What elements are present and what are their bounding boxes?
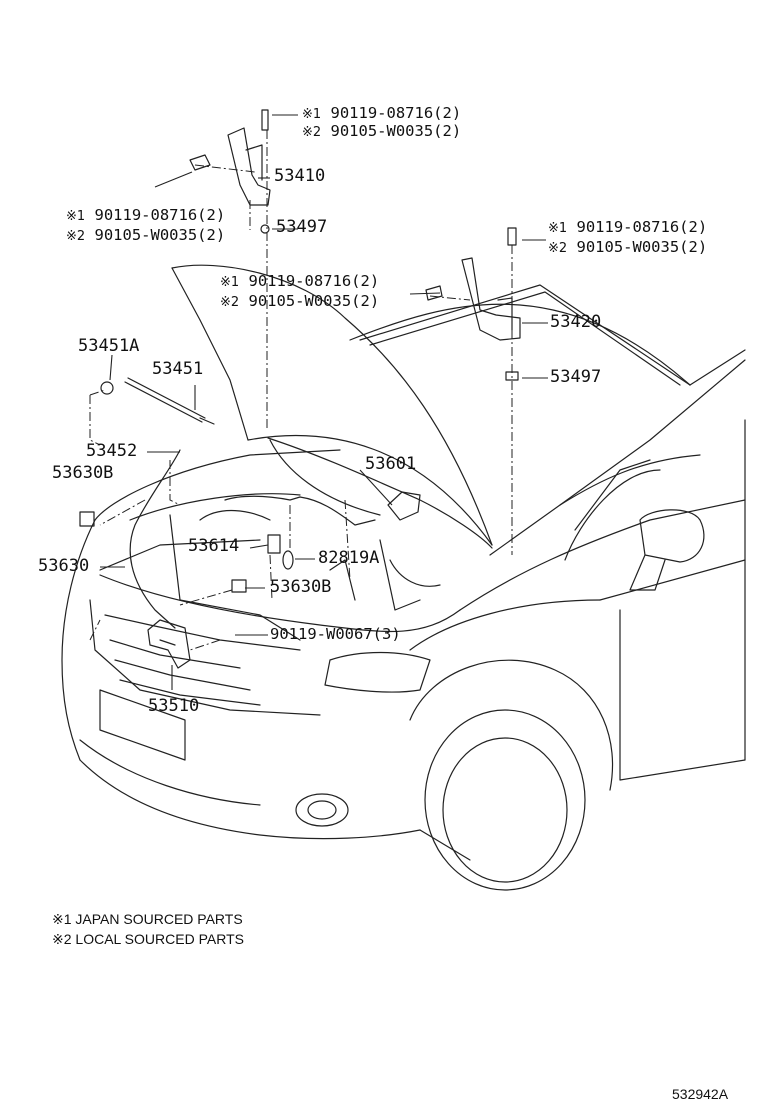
bolt-left-line1: ※1 90119-08716(2) [66,206,226,224]
callout-53510: 53510 [148,696,200,716]
part-number: 90119-08716(2) [248,272,380,290]
callout-53630: 53630 [38,556,90,576]
footnote-local-sourced: ※2 LOCAL SOURCED PARTS [52,931,244,947]
callout-53451: 53451 [152,359,204,379]
side-mirror [629,509,705,591]
hood-panel [171,264,691,549]
footnote-japan-sourced: ※1 JAPAN SOURCED PARTS [52,911,243,927]
part-number: 90105-W0035(2) [94,226,226,244]
car-body [61,419,746,861]
callout-53630b-left: 53630B [52,463,114,483]
hood-lock [147,619,191,669]
callout-82819a: 82819A [318,548,380,568]
hood-hinge-left [189,109,271,234]
note-mark-2: ※2 [220,295,240,310]
cable-clips [79,511,294,593]
part-number: 90119-08716(2) [94,206,226,224]
callout-53497-lower: 53497 [550,367,602,387]
note-mark-2: ※2 [548,241,568,256]
part-number: 90119-08716(2) [330,104,462,122]
fog-light [295,793,349,827]
callout-53452: 53452 [86,441,138,461]
bolt-top-line2: ※2 90105-W0035(2) [302,122,462,140]
front-wheel [409,659,614,891]
note-mark-1: ※1 [66,209,86,224]
callout-90119-w0067: 90119-W0067(3) [270,625,401,643]
callout-53410: 53410 [274,166,326,186]
diagram-reference-number: 532942A [672,1086,729,1102]
note-mark-1: ※1 [548,221,568,236]
part-number: 90105-W0035(2) [576,238,708,256]
release-cable [129,449,376,629]
note-mark-2: ※2 [66,229,86,244]
callout-53497-upper: 53497 [276,217,328,237]
note-mark-1: ※1 [302,107,322,122]
callout-53451a: 53451A [78,336,140,356]
bolt-right-line2: ※2 90105-W0035(2) [548,238,708,256]
callout-53420: 53420 [550,312,602,332]
part-number: 90105-W0035(2) [330,122,462,140]
note-mark-2: ※2 [302,125,322,140]
note-mark-1: ※1 [220,275,240,290]
bolt-left-line2: ※2 90105-W0035(2) [66,226,226,244]
part-number: 90119-08716(2) [576,218,708,236]
callout-53601: 53601 [365,454,417,474]
windshield-outline [349,303,746,556]
release-lever [387,491,421,521]
engine-bay [129,493,441,641]
hood-stay-rod [100,377,215,425]
headlight [324,651,431,693]
bolt-top-line1: ※1 90119-08716(2) [302,104,462,122]
callout-53614: 53614 [188,536,240,556]
part-number: 90105-W0035(2) [248,292,380,310]
callout-53630b-mid: 53630B [270,577,332,597]
bolt-mid-line2: ※2 90105-W0035(2) [220,292,380,310]
bolt-mid-line1: ※1 90119-08716(2) [220,272,380,290]
bolt-right-line1: ※1 90119-08716(2) [548,218,708,236]
